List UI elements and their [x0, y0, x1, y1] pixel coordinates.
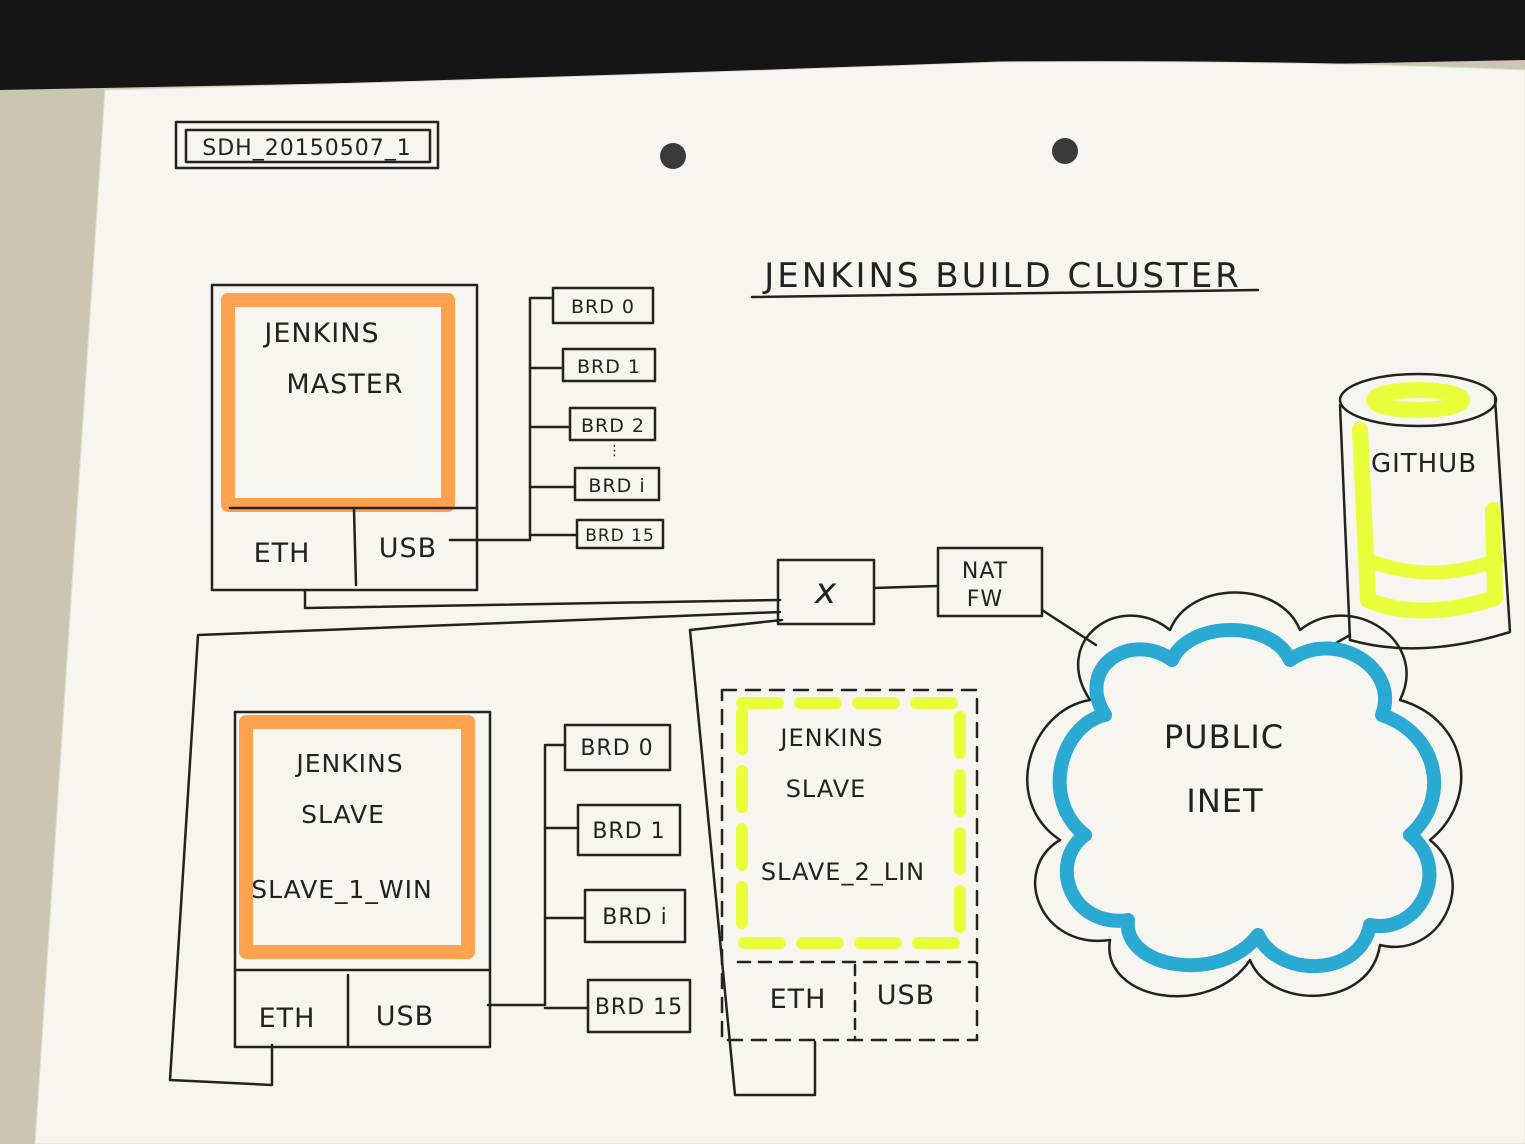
slave2-usb-label: USB — [877, 980, 935, 1011]
slave2-eth-label: ETH — [770, 984, 827, 1015]
punch-hole-icon — [660, 143, 686, 169]
master-eth-link — [303, 588, 782, 610]
master-usb-label: USB — [379, 533, 437, 564]
master-board-label: BRD 2 — [581, 415, 645, 437]
cloud-label-1: PUBLIC — [1164, 718, 1284, 756]
slave1-board-label: BRD 1 — [592, 819, 665, 844]
master-board-box — [575, 518, 665, 550]
slave1-eth-link — [168, 610, 782, 1087]
sheet-tag: SDH_20150507_1 — [202, 136, 411, 161]
github-cylinder-top — [1338, 372, 1498, 428]
switch-box — [776, 558, 876, 626]
slave1-board-box — [563, 723, 672, 772]
slave1-usb-label: USB — [376, 1001, 434, 1032]
github-label: GITHUB — [1371, 449, 1477, 479]
cloud-highlight — [1052, 623, 1442, 973]
slave2-eth-link — [688, 618, 817, 1097]
master-board-box — [568, 406, 657, 442]
punch-hole-icon — [1052, 138, 1078, 164]
slave1-board-label: BRD 0 — [580, 736, 653, 761]
master-eth-label: ETH — [254, 538, 311, 569]
slave1-eth-label: ETH — [259, 1003, 316, 1034]
slave1-label-1: JENKINS — [294, 749, 403, 778]
cloud-label-2: INET — [1186, 782, 1263, 820]
slave1-usb-bus — [486, 743, 567, 1007]
switch-nat-link — [872, 584, 940, 590]
natfw-label-2: FW — [967, 587, 1003, 612]
master-board-label: BRD i — [588, 475, 645, 497]
tag-box — [174, 120, 440, 170]
master-frame — [210, 283, 479, 592]
github-top-highlight — [1366, 382, 1470, 418]
cloud-outline — [1026, 591, 1463, 998]
slave1-highlight — [239, 715, 475, 959]
master-board-box — [551, 286, 655, 325]
master-board-label: BRD 15 — [585, 526, 655, 546]
paper-sheet — [34, 61, 1525, 1144]
slave2-frame — [720, 688, 979, 1042]
master-board-ellipsis: ⋮ — [608, 443, 623, 459]
master-label-2: MASTER — [286, 369, 403, 400]
github-cylinder-body — [1338, 396, 1512, 650]
master-usb-bus — [448, 296, 555, 542]
diagram-title: JENKINS BUILD CLUSTER — [762, 256, 1242, 296]
github-body-highlight — [1352, 422, 1503, 619]
master-board-label: BRD 0 — [571, 296, 635, 318]
master-port-divider — [352, 508, 358, 587]
slave1-board-box — [583, 888, 687, 944]
natfw-label-1: NAT — [962, 559, 1008, 584]
slave2-highlight — [736, 697, 966, 949]
master-board-box — [561, 347, 657, 383]
slave1-frame — [233, 710, 492, 1049]
slave2-label-1: JENKINS — [778, 724, 883, 752]
slave1-label-3: SLAVE_1_WIN — [251, 875, 432, 904]
slave2-label-2: SLAVE — [786, 775, 867, 803]
natfw-box — [936, 546, 1044, 618]
title-underline — [750, 288, 1260, 299]
slave1-board-label: BRD 15 — [595, 995, 683, 1020]
master-highlight — [221, 293, 455, 512]
slave1-label-2: SLAVE — [301, 800, 385, 829]
slave2-label-3: SLAVE_2_LIN — [761, 858, 925, 886]
master-board-box — [573, 466, 661, 502]
switch-symbol: x — [814, 571, 837, 612]
slave1-board-box — [576, 803, 682, 857]
master-label-1: JENKINS — [262, 318, 379, 349]
slave1-board-box — [586, 978, 692, 1034]
slave1-board-label: BRD i — [602, 905, 667, 930]
master-board-label: BRD 1 — [577, 356, 641, 378]
tag-box-inner — [184, 128, 432, 164]
